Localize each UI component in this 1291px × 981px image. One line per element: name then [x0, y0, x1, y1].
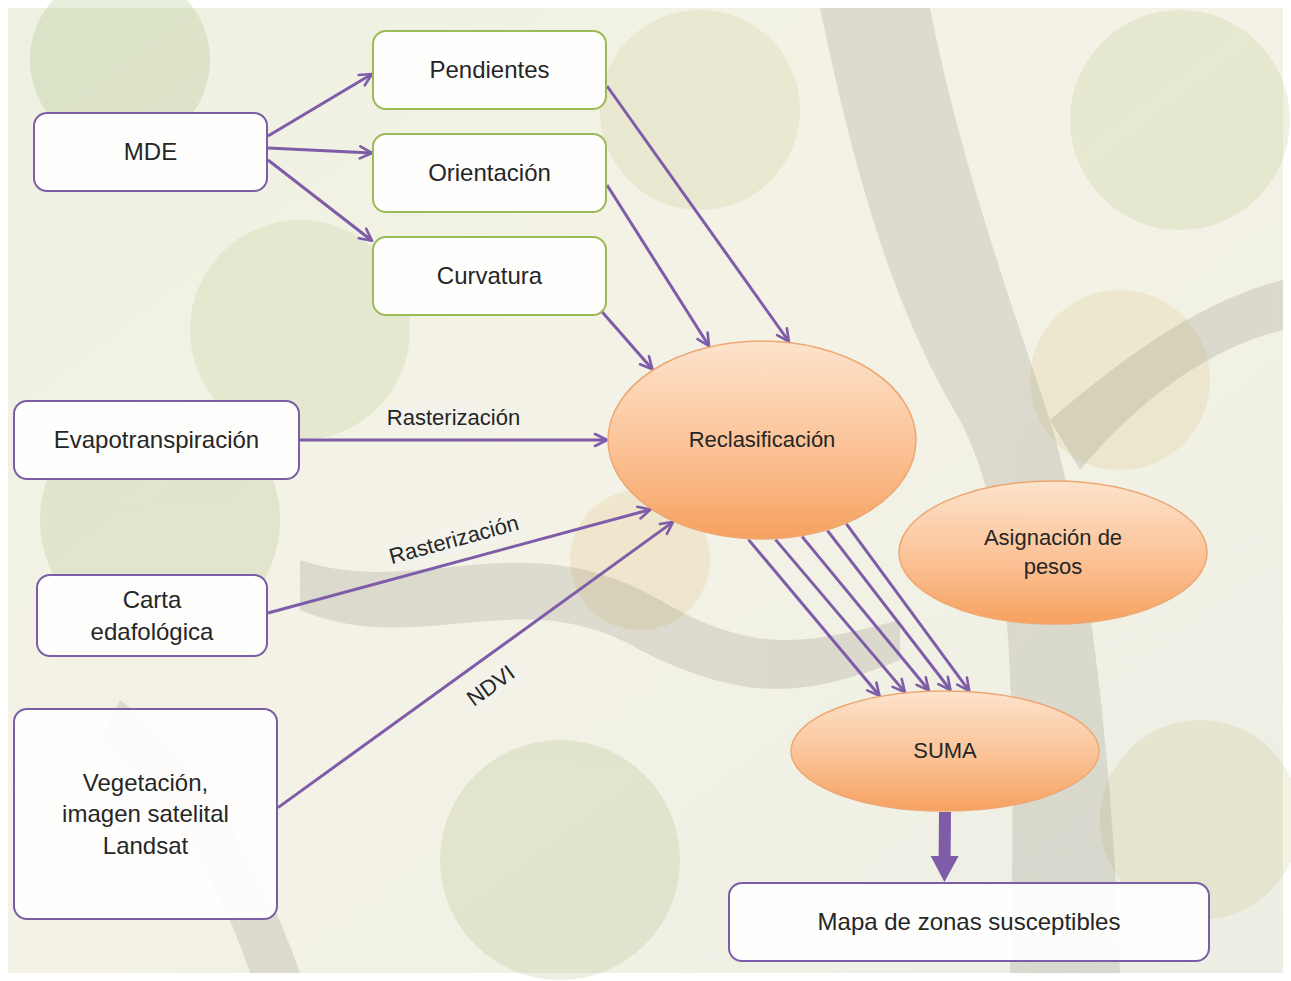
input-box: Pendientes	[372, 30, 607, 110]
node-label: SUMA	[913, 737, 977, 766]
flow-arrow	[939, 812, 951, 860]
input-box: Vegetación, imagen satelital Landsat	[13, 708, 278, 920]
node-label: MDE	[124, 136, 177, 167]
node-label: Evapotranspiración	[54, 424, 259, 455]
oval-shape	[899, 481, 1207, 624]
flow-arrow	[776, 540, 905, 693]
edge-label: Rasterización	[383, 405, 524, 431]
node-label: Carta edafológica	[77, 584, 227, 646]
flow-arrow	[268, 148, 372, 153]
input-box: Carta edafológica	[36, 574, 268, 657]
node-label: Pendientes	[429, 54, 549, 85]
node-label: Curvatura	[437, 260, 542, 291]
flow-arrow	[268, 160, 372, 241]
oval-shape	[608, 341, 916, 539]
oval-outline	[898, 480, 1208, 625]
process-oval: Asignación de pesos	[898, 480, 1208, 625]
flow-arrow	[268, 510, 651, 614]
input-box: Orientación	[372, 133, 607, 213]
input-box: Curvatura	[372, 236, 607, 316]
oval-shape	[791, 691, 1099, 811]
input-box: Mapa de zonas susceptibles	[728, 882, 1210, 962]
node-label: Mapa de zonas susceptibles	[818, 906, 1121, 937]
node-label: Reclasificación	[689, 426, 836, 455]
node-label: Vegetación, imagen satelital Landsat	[41, 767, 251, 861]
process-oval: Reclasificación	[607, 340, 917, 540]
flow-arrow	[600, 310, 652, 370]
flow-arrow	[268, 74, 372, 136]
process-oval: SUMA	[790, 690, 1100, 812]
flow-arrow	[278, 522, 673, 808]
flow-arrow	[607, 86, 789, 342]
input-box: Evapotranspiración	[13, 400, 300, 480]
node-label: Asignación de pesos	[968, 524, 1138, 581]
flow-arrow	[300, 439, 607, 442]
flow-arrow	[607, 185, 709, 346]
node-label: Orientación	[428, 157, 551, 188]
flow-arrow	[749, 540, 880, 696]
input-box: MDE	[33, 112, 268, 192]
